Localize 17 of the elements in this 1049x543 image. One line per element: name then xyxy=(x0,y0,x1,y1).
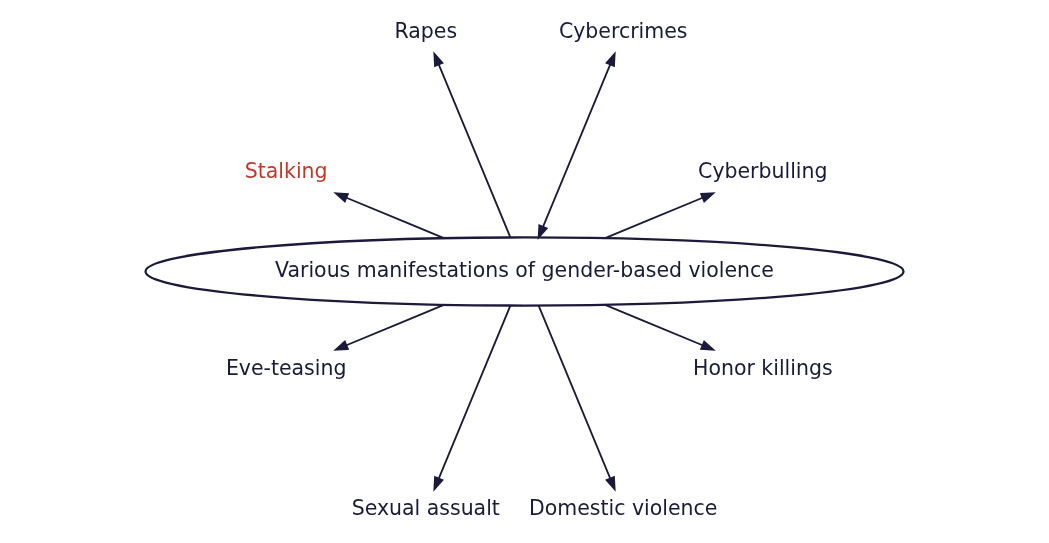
node-text: Domestic violence xyxy=(529,495,718,520)
arrow xyxy=(433,304,512,492)
arrow xyxy=(433,51,512,239)
arrow xyxy=(537,304,616,492)
arrow xyxy=(537,51,616,240)
arrow xyxy=(333,192,446,240)
node-ellipse: Various manifestations of gender-based violence xyxy=(144,236,905,307)
arrow xyxy=(603,192,716,240)
node-text: Eve-teasing xyxy=(225,356,347,381)
node-text: Honor killings xyxy=(693,356,833,381)
arrow xyxy=(603,303,716,351)
node-text: Sexual assualt xyxy=(351,495,500,520)
node-text: Cyberbulling xyxy=(698,158,828,183)
node-text: Rapes xyxy=(394,19,458,44)
node-text: Cybercrimes xyxy=(558,19,688,44)
node-text: Stalking xyxy=(244,158,328,183)
arrow xyxy=(333,303,446,351)
